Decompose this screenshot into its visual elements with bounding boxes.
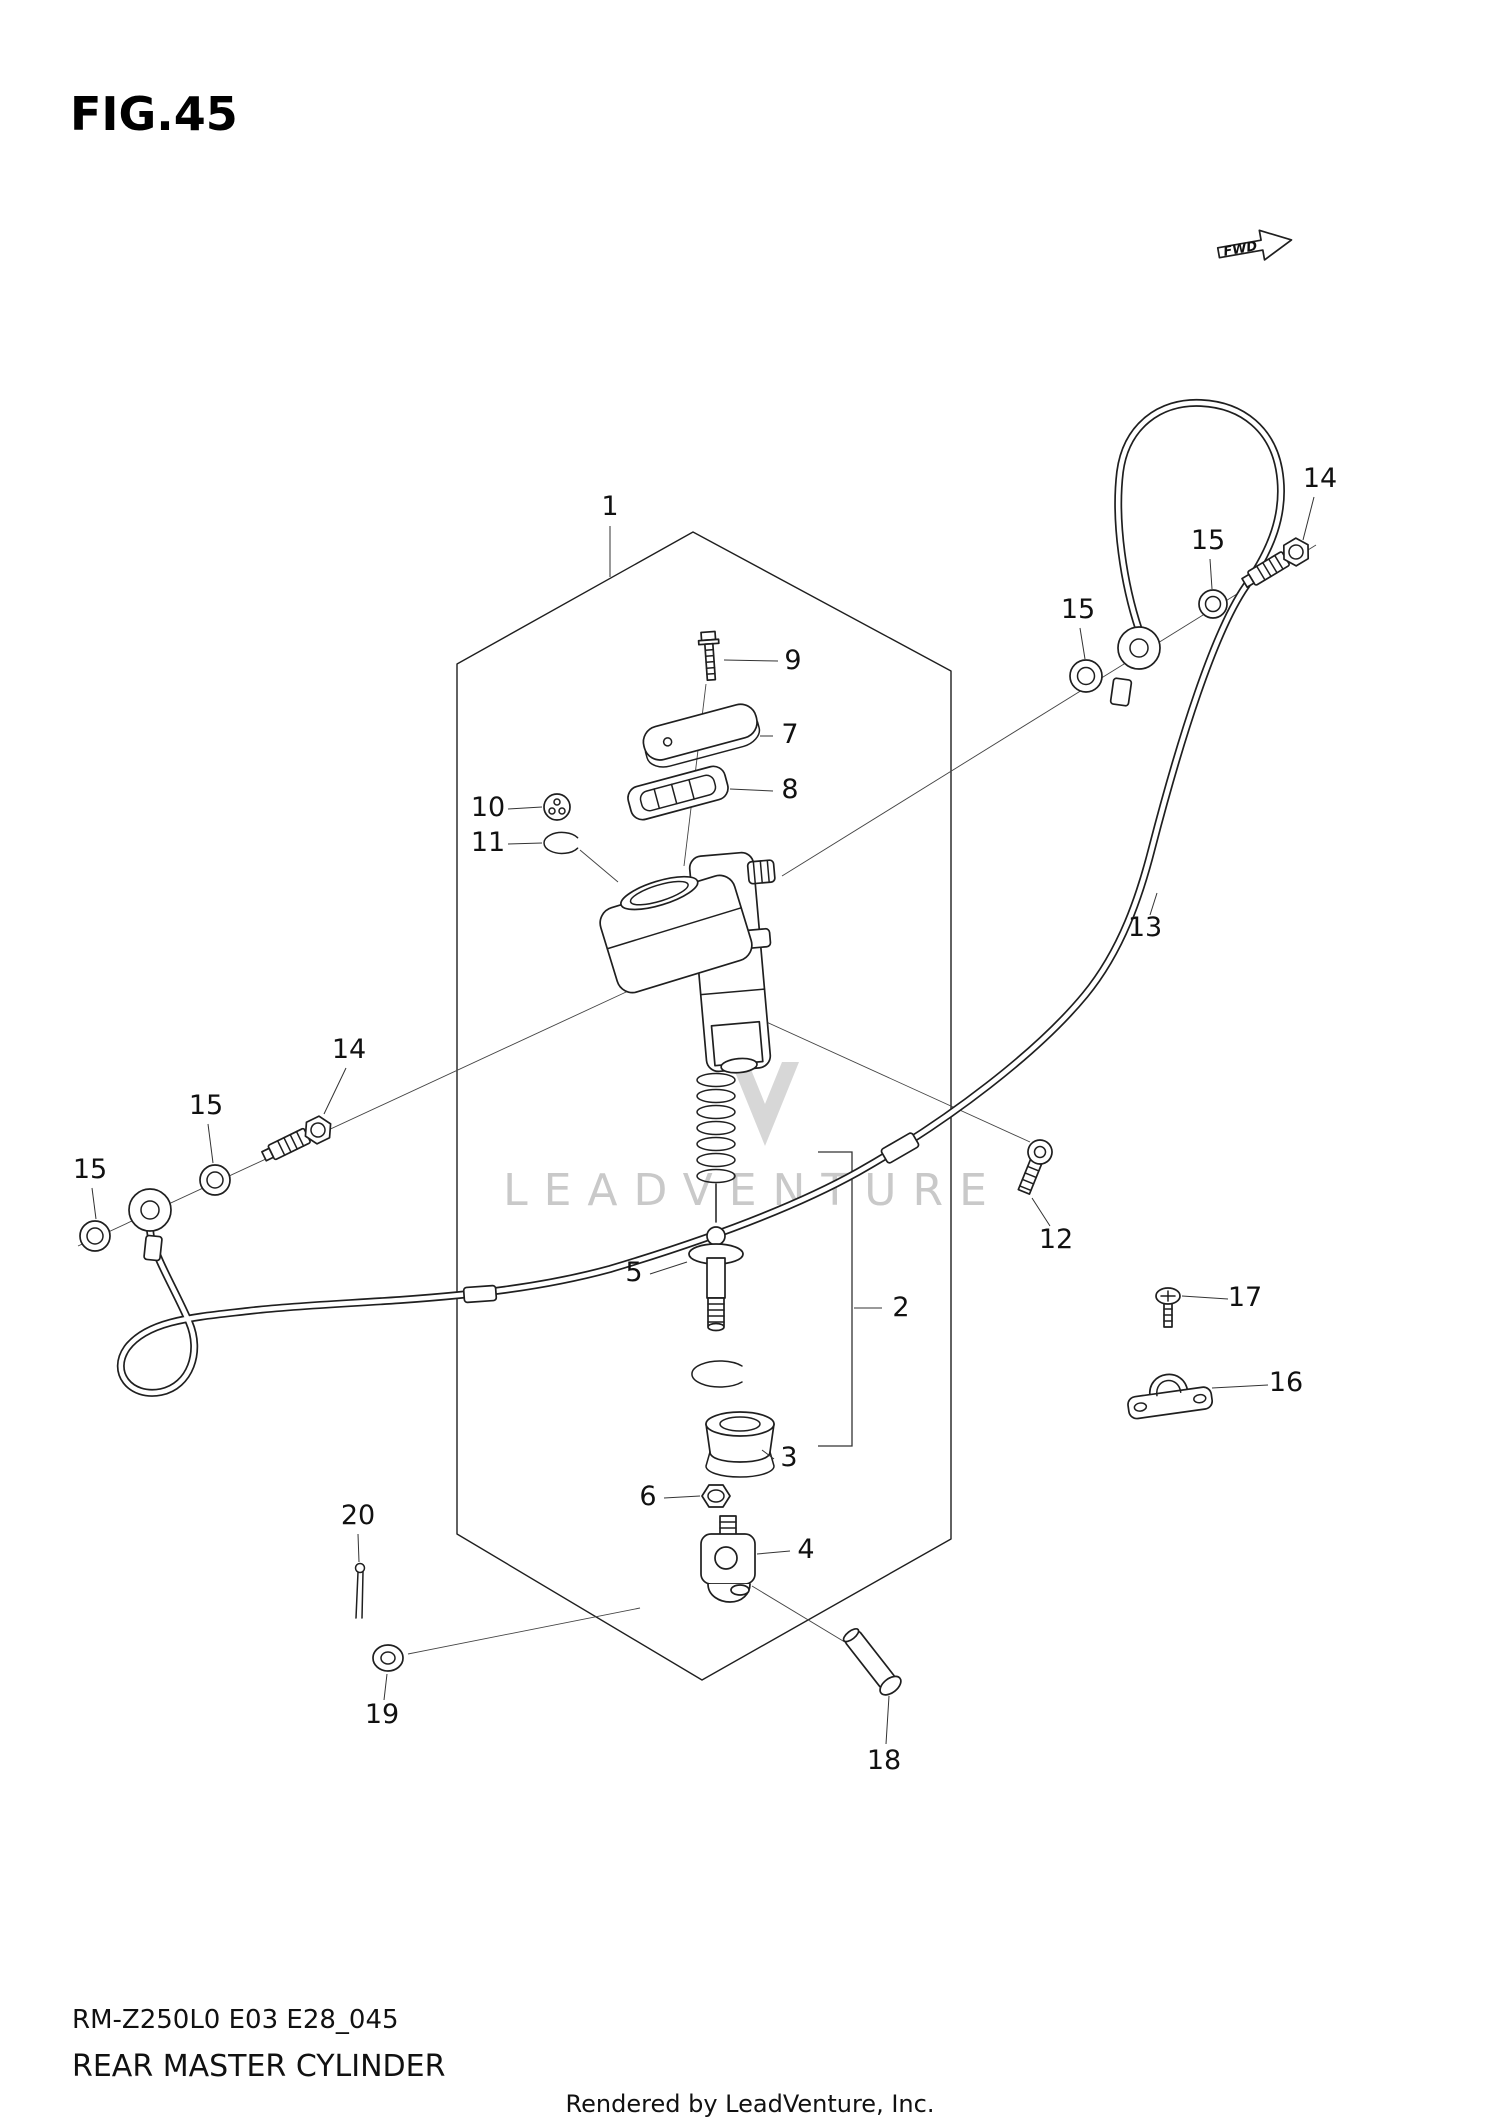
callout-leader-8-3: [729, 788, 774, 792]
hose-union-lower: [462, 1284, 498, 1304]
callout-17-13: 17: [1228, 1282, 1262, 1313]
callout-leader-18-23: [885, 1695, 890, 1745]
callout-8-3: 8: [781, 774, 798, 805]
hose-union-mid: [880, 1132, 920, 1164]
callout-leader-10-4: [507, 806, 543, 810]
reservoir-bolt: [697, 630, 720, 682]
callout-5-11: 5: [625, 1257, 642, 1288]
callout-14-8: 14: [1303, 463, 1337, 494]
callout-14-18: 14: [332, 1034, 366, 1065]
callout-15-19: 15: [189, 1090, 223, 1121]
callout-leader-17-13: [1181, 1295, 1229, 1300]
footer-model-code: RM-Z250L0 E03 E28_045: [72, 2005, 399, 2035]
callout-leader-15-6: [1079, 627, 1086, 660]
callout-2-12: 2: [892, 1292, 909, 1323]
callout-3-15: 3: [780, 1442, 797, 1473]
callout-leader-15-7: [1209, 558, 1213, 590]
watermark-text: LEADVENTURE: [503, 1165, 1003, 1216]
banjo-bolt-upper: [1241, 537, 1310, 589]
return-spring: [696, 1072, 736, 1223]
diaphragm: [627, 765, 729, 821]
callout-1-0: 1: [601, 491, 618, 522]
dust-boot: [705, 1411, 775, 1478]
master-cylinder-body: [599, 851, 776, 1074]
lock-nut: [701, 1484, 731, 1508]
callout-leader-19-22: [383, 1673, 388, 1701]
callout-15-6: 15: [1061, 594, 1095, 625]
callout-11-5: 11: [471, 827, 505, 858]
callout-leader-15-20: [91, 1187, 97, 1220]
fwd-arrow-shape: [1216, 229, 1293, 261]
banjo-eye-lower: [128, 1188, 172, 1232]
callout-leader-12-10: [1031, 1197, 1051, 1227]
assembly-axis-lines: [77, 544, 1317, 1655]
callout-leader-11-5: [507, 842, 543, 845]
callout-6-16: 6: [639, 1481, 656, 1512]
callout-13-9: 13: [1128, 912, 1162, 943]
callout-leader-15-19: [207, 1123, 214, 1164]
callout-leader-4-17: [756, 1550, 791, 1555]
sealing-washer-upper-inner: [1069, 659, 1103, 693]
fwd-arrow-label: FWD: [1222, 239, 1258, 260]
callout-leader-6-16: [663, 1495, 701, 1499]
callout-leader-14-18: [323, 1067, 347, 1115]
cotter-pin: [354, 1562, 366, 1619]
assembly-box-outline: [456, 531, 952, 1681]
callout-16-14: 16: [1269, 1367, 1303, 1398]
callout-9-1: 9: [784, 645, 801, 676]
bolt-12: [1017, 1139, 1053, 1195]
watermark: LEADVENTURE: [503, 1062, 1003, 1216]
callout-leader-20-21: [357, 1533, 360, 1563]
hose-crimp-upper: [1109, 677, 1133, 707]
sealing-washer-lower-outer: [79, 1220, 111, 1252]
callout-15-7: 15: [1191, 525, 1225, 556]
sealing-washer-lower-inner: [199, 1164, 231, 1196]
piston: [688, 1226, 744, 1332]
callout-12-10: 12: [1039, 1224, 1073, 1255]
watermark-logo: [731, 1062, 799, 1146]
callout-leader-13-9: [1149, 892, 1158, 916]
snap-ring: [691, 1360, 743, 1388]
clevis-pin: [842, 1627, 902, 1696]
footer-credit: Rendered by LeadVenture, Inc.: [566, 2090, 935, 2118]
callout-19-22: 19: [365, 1699, 399, 1730]
callout-20-21: 20: [341, 1500, 375, 1531]
callout-leader-3-15: [761, 1449, 775, 1460]
callout-leader-9-1: [723, 659, 779, 662]
clamp-screw: [1155, 1287, 1181, 1328]
callout-10-4: 10: [471, 792, 505, 823]
hose-clamp: [1127, 1373, 1214, 1420]
washer-19: [372, 1644, 404, 1672]
reservoir-cap: [642, 703, 761, 768]
callout-7-2: 7: [781, 719, 798, 750]
figure-title: FIG.45: [70, 87, 238, 141]
footer-figure-name: REAR MASTER CYLINDER: [72, 2049, 445, 2084]
callout-15-20: 15: [73, 1154, 107, 1185]
hose-crimp-lower: [143, 1234, 163, 1262]
clevis: [700, 1515, 756, 1603]
callout-4-17: 4: [797, 1534, 814, 1565]
fluid-reservoir: [599, 874, 753, 994]
callout-leader-14-8: [1302, 496, 1315, 541]
callout-leader-5-11: [649, 1261, 688, 1275]
group-2-bracket: [818, 1151, 853, 1447]
banjo-bolt-lower: [261, 1115, 332, 1162]
banjo-eye-upper: [1117, 626, 1161, 670]
callout-leader-16-14: [1211, 1384, 1269, 1389]
fwd-arrow: FWD: [1216, 229, 1293, 261]
connector-10: [543, 793, 571, 821]
callout-18-23: 18: [867, 1745, 901, 1776]
sealing-washer-upper-outer: [1198, 589, 1228, 619]
brake-hose: [116, 398, 1285, 1397]
o-ring-11: [543, 831, 579, 855]
